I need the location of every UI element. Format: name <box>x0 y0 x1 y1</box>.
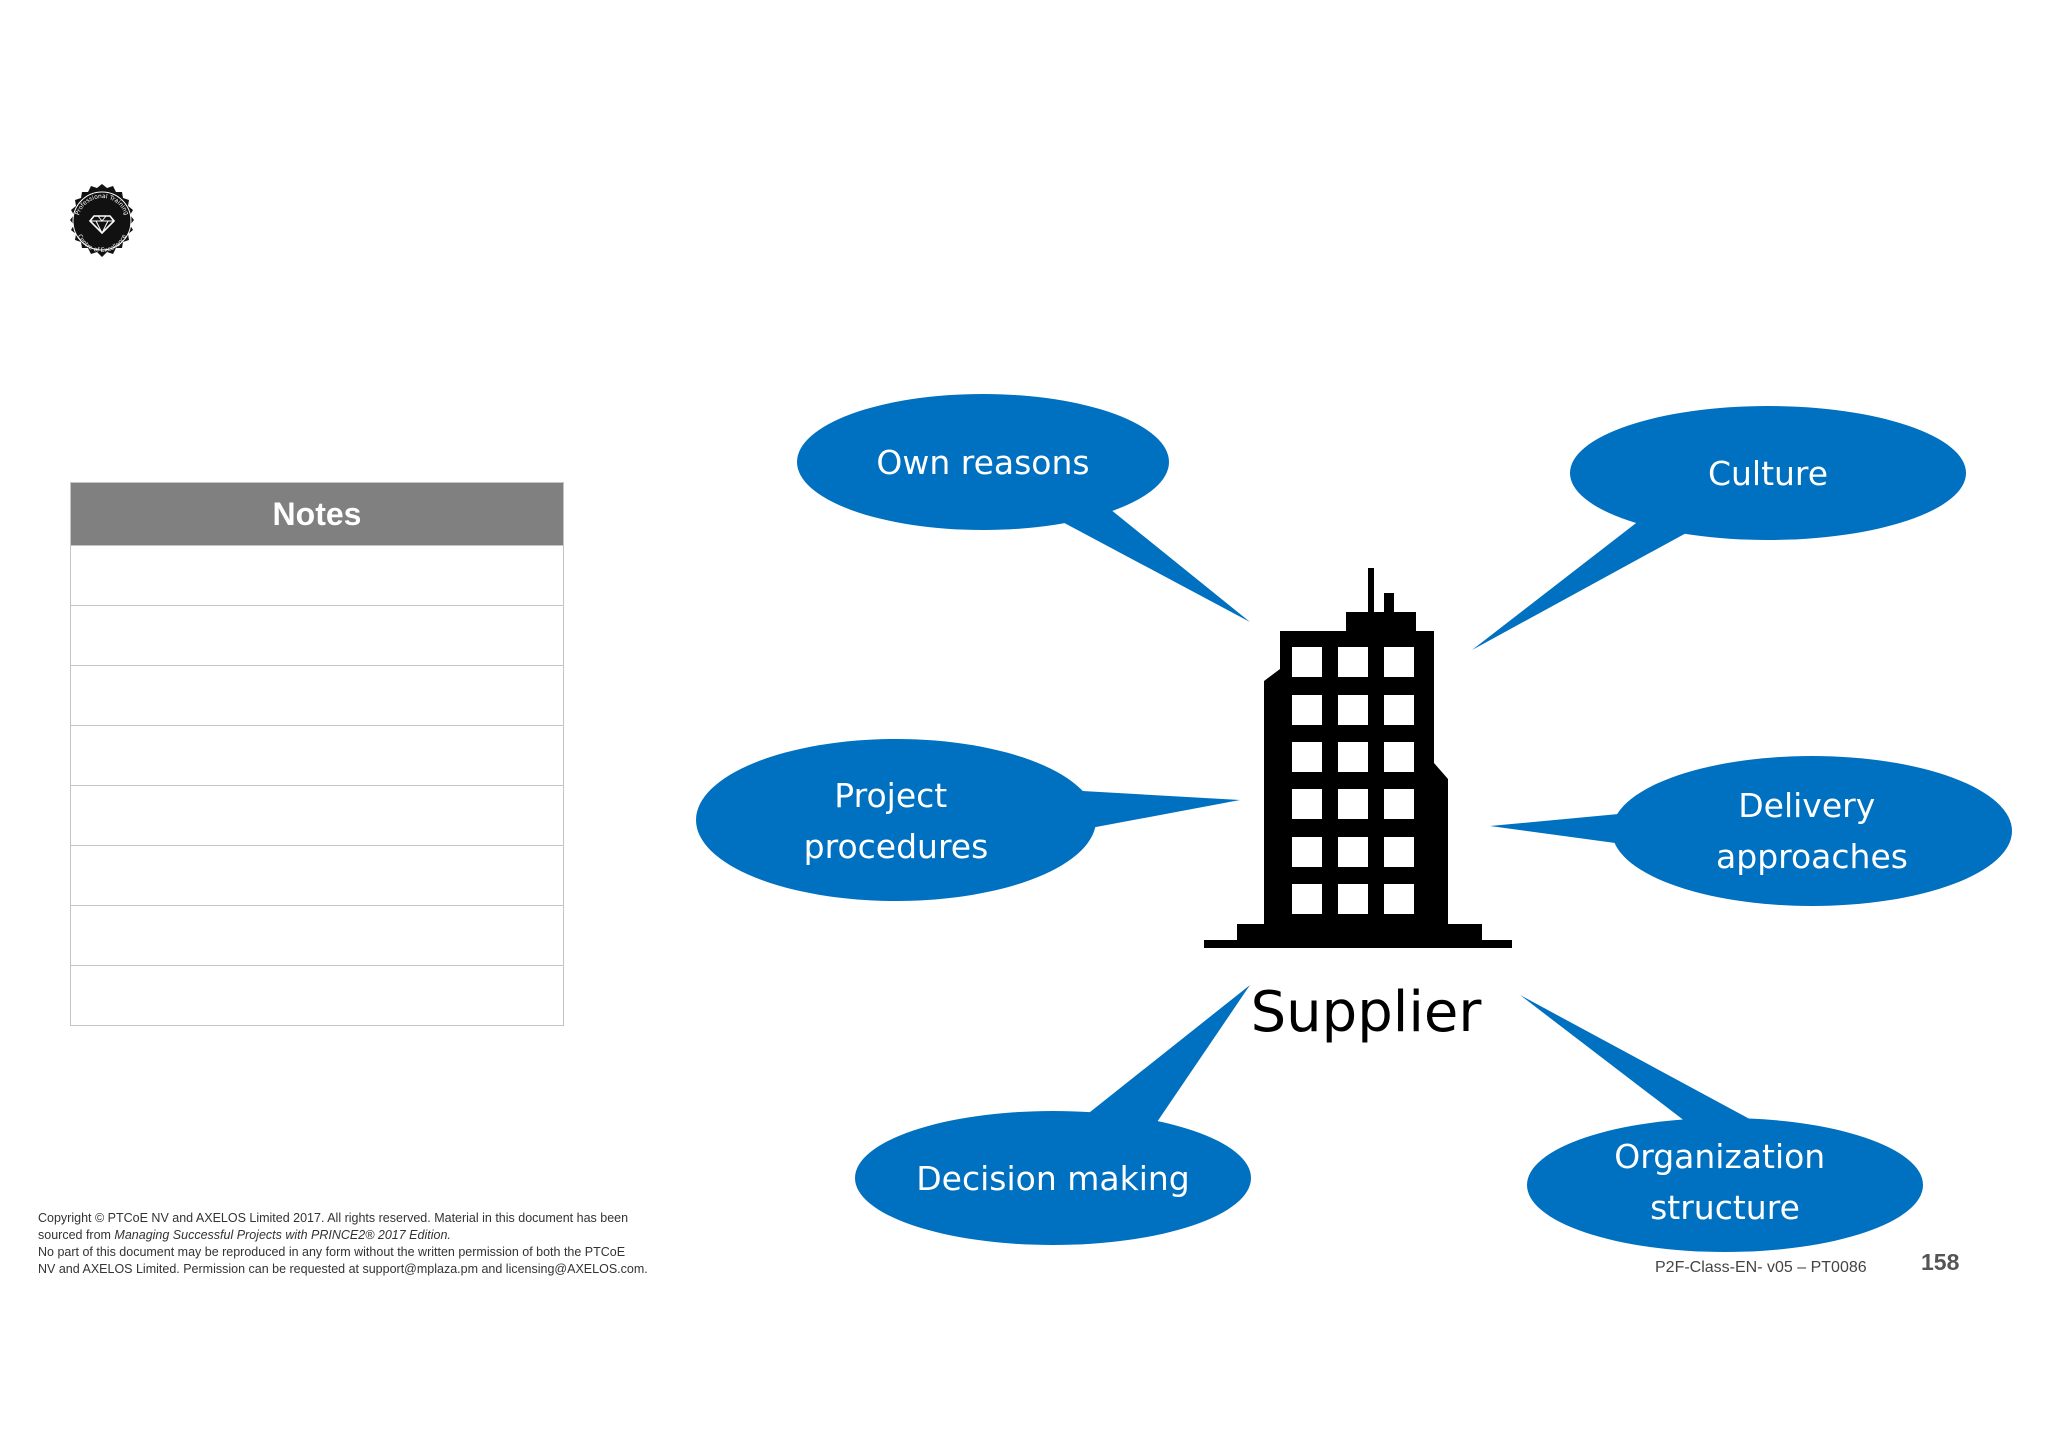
bubble-delivery-approaches: Delivery approaches <box>1490 756 2012 906</box>
notes-row <box>70 725 564 786</box>
document-code: P2F-Class-EN- v05 – PT0086 <box>1655 1259 1867 1276</box>
notes-header-row: Notes <box>70 482 564 546</box>
notes-header: Notes <box>70 482 564 546</box>
notes-row <box>70 605 564 666</box>
notes-cell[interactable] <box>70 545 564 606</box>
logo-seal: Professional Training Centre of Excellen… <box>70 184 134 257</box>
center-label: Supplier <box>1251 980 1483 1045</box>
diamond-icon <box>88 215 116 235</box>
bubble-culture: Culture <box>1472 406 1966 650</box>
notes-row <box>70 965 564 1026</box>
copyright-line: No part of this document may be reproduc… <box>38 1245 626 1259</box>
bubble-decision-making: Decision making <box>855 985 1251 1245</box>
notes-cell[interactable] <box>70 965 564 1026</box>
notes-cell[interactable] <box>70 725 564 786</box>
notes-row <box>70 545 564 606</box>
notes-cell[interactable] <box>70 845 564 906</box>
notes-cell[interactable] <box>70 785 564 846</box>
notes-row <box>70 845 564 906</box>
notes-row <box>70 665 564 726</box>
notes-table: Notes <box>70 482 564 1026</box>
copyright-source-prefix: sourced from <box>38 1228 115 1242</box>
bubble-own-reasons-shape <box>797 394 1250 622</box>
bubble-project-procedures-label: Project procedures <box>804 776 989 866</box>
copyright-line: Copyright © PTCoE NV and AXELOS Limited … <box>38 1211 629 1225</box>
bubble-decision-making-shape <box>855 985 1251 1245</box>
notes-row <box>70 905 564 966</box>
bubble-culture-label: Culture <box>1708 454 1828 493</box>
bubble-organization-structure-shape <box>1520 995 1923 1252</box>
notes-cell[interactable] <box>70 665 564 726</box>
bubble-project-procedures-shape <box>696 739 1240 901</box>
notes-cell[interactable] <box>70 605 564 666</box>
bubble-project-procedures: Project procedures <box>696 739 1240 901</box>
copyright-line: sourced from Managing Successful Project… <box>38 1227 738 1244</box>
bubble-organization-structure-label: Organization structure <box>1614 1137 1835 1227</box>
bubble-own-reasons: Own reasons <box>797 394 1250 622</box>
page-number: 158 <box>1921 1249 1960 1275</box>
notes-cell[interactable] <box>70 905 564 966</box>
copyright-line: NV and AXELOS Limited. Permission can be… <box>38 1262 648 1276</box>
bubble-culture-shape <box>1472 406 1966 650</box>
bubble-decision-making-label: Decision making <box>916 1159 1190 1198</box>
bubble-delivery-approaches-label: Delivery approaches <box>1716 786 1908 876</box>
office-building-icon <box>1204 568 1512 948</box>
notes-row <box>70 785 564 846</box>
copyright-notice: Copyright © PTCoE NV and AXELOS Limited … <box>38 1210 738 1278</box>
bubble-organization-structure: Organization structure <box>1520 995 1923 1252</box>
copyright-source-title: Managing Successful Projects with PRINCE… <box>114 1228 451 1242</box>
bubble-delivery-approaches-shape <box>1490 756 2012 906</box>
bubble-own-reasons-label: Own reasons <box>876 443 1089 482</box>
